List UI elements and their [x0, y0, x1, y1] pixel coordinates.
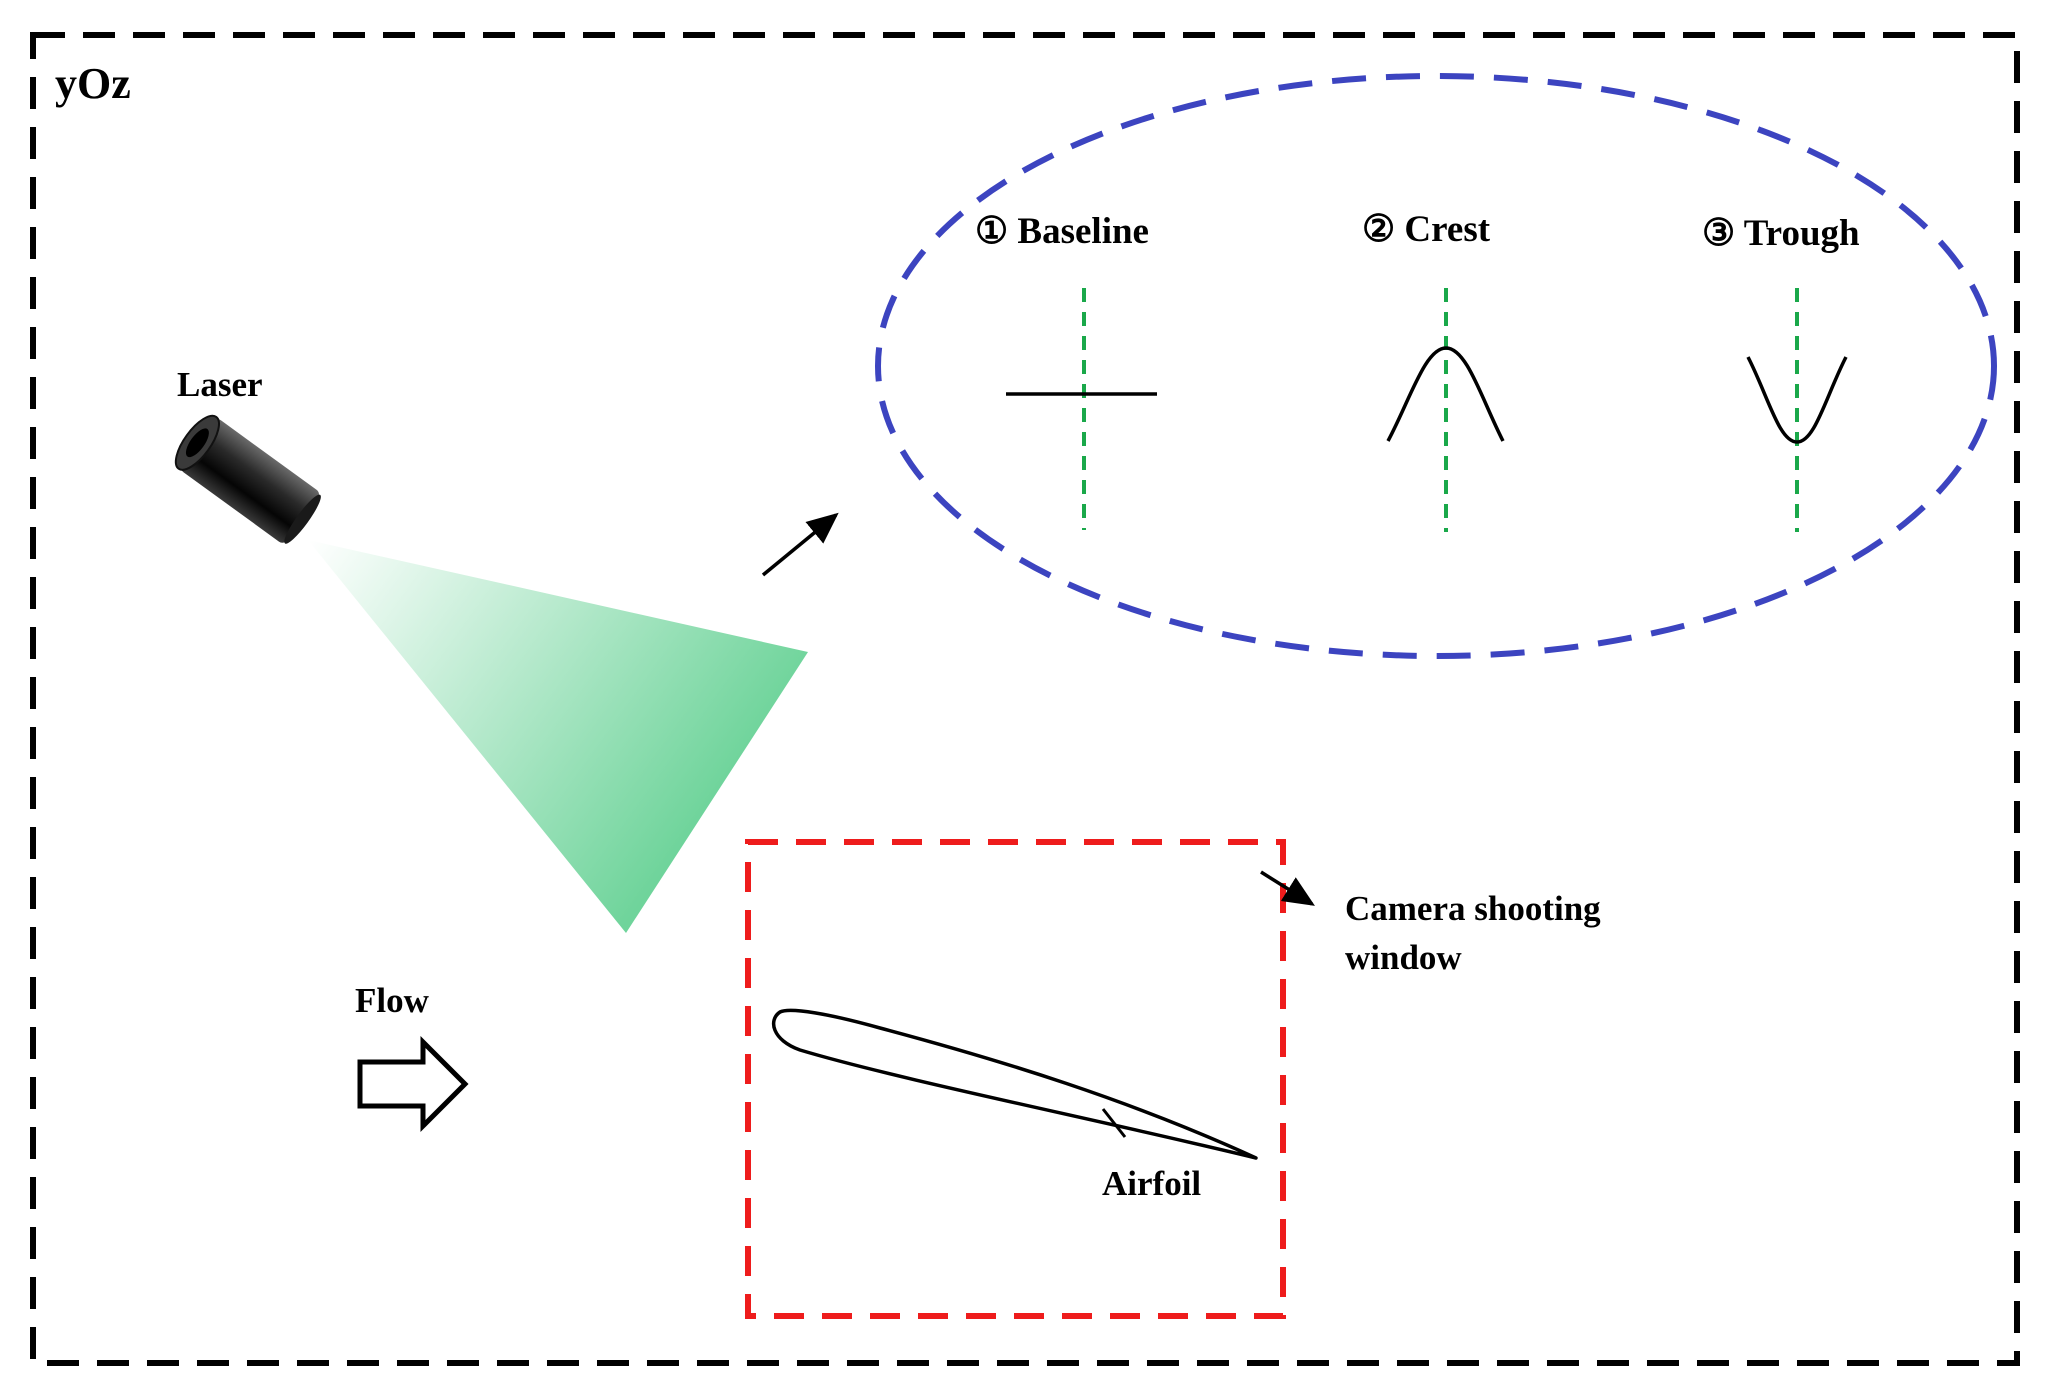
flow-label: Flow	[355, 981, 430, 1020]
laser-beam	[308, 540, 808, 933]
laser-label: Laser	[177, 365, 263, 404]
flow-arrow-icon	[357, 1035, 469, 1133]
beam-to-states-arrow	[761, 512, 839, 577]
outer-frame	[30, 32, 2020, 1366]
crest-surface	[1386, 346, 1505, 442]
airfoil-leader-line	[1101, 1108, 1127, 1138]
trough-label: ③ Trough	[1702, 213, 1860, 254]
airfoil-label: Airfoil	[1102, 1164, 1201, 1203]
camera-label-line1: Camera shooting	[1345, 889, 1601, 928]
camera-shooting-window	[745, 839, 1286, 1319]
crest-label: ② Crest	[1362, 209, 1491, 250]
camera-window-arrow	[1260, 870, 1315, 906]
camera-label-line2: window	[1345, 938, 1462, 977]
baseline-label: ① Baseline	[975, 211, 1149, 252]
frame-label: yOz	[55, 59, 131, 108]
camera-label: Camera shooting window	[1345, 889, 1609, 977]
trough-surface	[1746, 356, 1848, 444]
surface-states-ellipse	[875, 73, 1997, 659]
laser-icon	[174, 414, 321, 544]
airfoil-shape	[771, 1008, 1258, 1160]
